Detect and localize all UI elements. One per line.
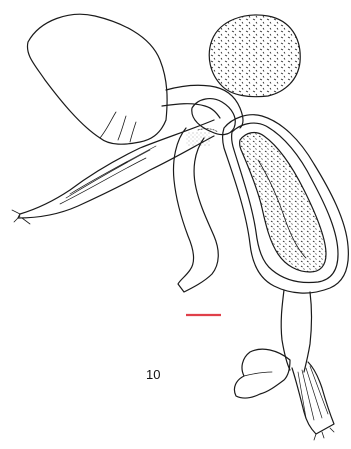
lower-stalk: [281, 290, 311, 372]
figure-number: 10: [146, 368, 160, 381]
textured-organ: [240, 133, 326, 272]
dotted-gland: [209, 15, 300, 97]
large-sac: [27, 14, 167, 144]
lower-lobe: [234, 349, 290, 398]
coiled-tube: [174, 128, 219, 292]
